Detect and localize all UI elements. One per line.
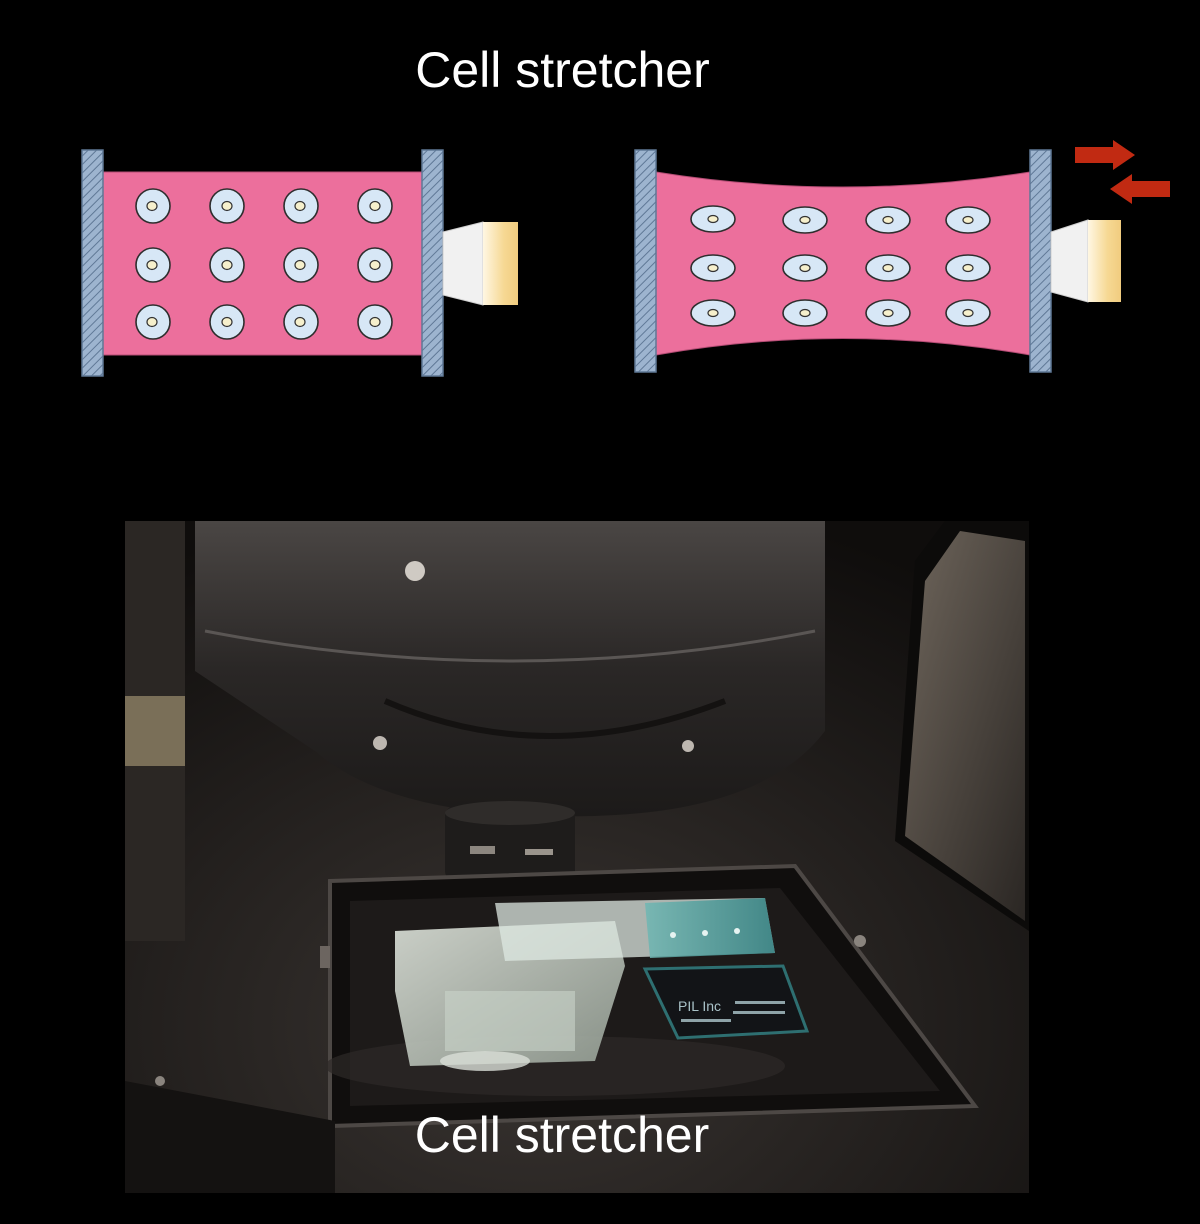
cell bbox=[945, 299, 991, 327]
cell-nucleus bbox=[369, 200, 381, 212]
cell-nucleus bbox=[294, 259, 306, 271]
cell-nucleus bbox=[146, 316, 158, 328]
cells-relaxed bbox=[135, 188, 393, 340]
objective-lens bbox=[445, 806, 575, 881]
cell-nucleus bbox=[146, 200, 158, 212]
cell bbox=[945, 206, 991, 234]
cell bbox=[690, 299, 736, 327]
right-clamp-stretched bbox=[1029, 149, 1052, 373]
cell bbox=[209, 188, 245, 224]
cell bbox=[782, 299, 828, 327]
relaxed-state-panel bbox=[81, 149, 518, 377]
cell-nucleus bbox=[221, 316, 233, 328]
cell bbox=[209, 304, 245, 340]
cell bbox=[865, 299, 911, 327]
cell-nucleus bbox=[221, 200, 233, 212]
cell bbox=[690, 205, 736, 233]
cell-nucleus bbox=[369, 316, 381, 328]
cell bbox=[782, 206, 828, 234]
cell-nucleus bbox=[799, 308, 811, 318]
cell-nucleus bbox=[221, 259, 233, 271]
cell-nucleus bbox=[707, 263, 719, 273]
cell-nucleus bbox=[882, 263, 894, 273]
cell-nucleus bbox=[799, 215, 811, 225]
cell bbox=[357, 188, 393, 224]
push-arrow-icon bbox=[1075, 140, 1135, 170]
cells-stretched bbox=[690, 205, 991, 327]
cell bbox=[357, 304, 393, 340]
cell bbox=[690, 254, 736, 282]
monitor-screen bbox=[905, 531, 1025, 921]
page-title: Cell stretcher bbox=[415, 42, 710, 98]
photo-caption: Cell stretcher bbox=[414, 1107, 710, 1163]
board-logo: PIL Inc bbox=[678, 998, 721, 1014]
cell bbox=[135, 247, 171, 283]
cell-nucleus bbox=[882, 308, 894, 318]
cell bbox=[209, 247, 245, 283]
cell bbox=[945, 254, 991, 282]
cell bbox=[283, 304, 319, 340]
cell-nucleus bbox=[799, 263, 811, 273]
cell-nucleus bbox=[707, 214, 719, 224]
cell bbox=[865, 254, 911, 282]
cell-nucleus bbox=[369, 259, 381, 271]
cell bbox=[865, 206, 911, 234]
pull-arrow-icon bbox=[1110, 174, 1170, 204]
cell-nucleus bbox=[294, 316, 306, 328]
cell-nucleus bbox=[294, 200, 306, 212]
left-clamp-stretched bbox=[634, 149, 657, 373]
left-clamp-relaxed bbox=[81, 149, 104, 377]
objective-turret bbox=[195, 521, 825, 817]
cell bbox=[782, 254, 828, 282]
cell-stretcher-diagram bbox=[81, 140, 1170, 377]
cell-nucleus bbox=[962, 215, 974, 225]
cell bbox=[135, 188, 171, 224]
cell-nucleus bbox=[146, 259, 158, 271]
cell-nucleus bbox=[962, 263, 974, 273]
right-clamp-relaxed bbox=[421, 149, 444, 377]
cell bbox=[283, 188, 319, 224]
cell bbox=[135, 304, 171, 340]
microscope-photo: PIL Inc bbox=[125, 521, 1029, 1193]
cell bbox=[357, 247, 393, 283]
screw-icon bbox=[405, 561, 425, 581]
cell bbox=[283, 247, 319, 283]
stretched-state-panel bbox=[634, 140, 1170, 373]
cell-nucleus bbox=[962, 308, 974, 318]
cell-nucleus bbox=[882, 215, 894, 225]
cell-nucleus bbox=[707, 308, 719, 318]
actuator-stretched bbox=[1050, 219, 1121, 303]
actuator-relaxed bbox=[442, 221, 518, 306]
